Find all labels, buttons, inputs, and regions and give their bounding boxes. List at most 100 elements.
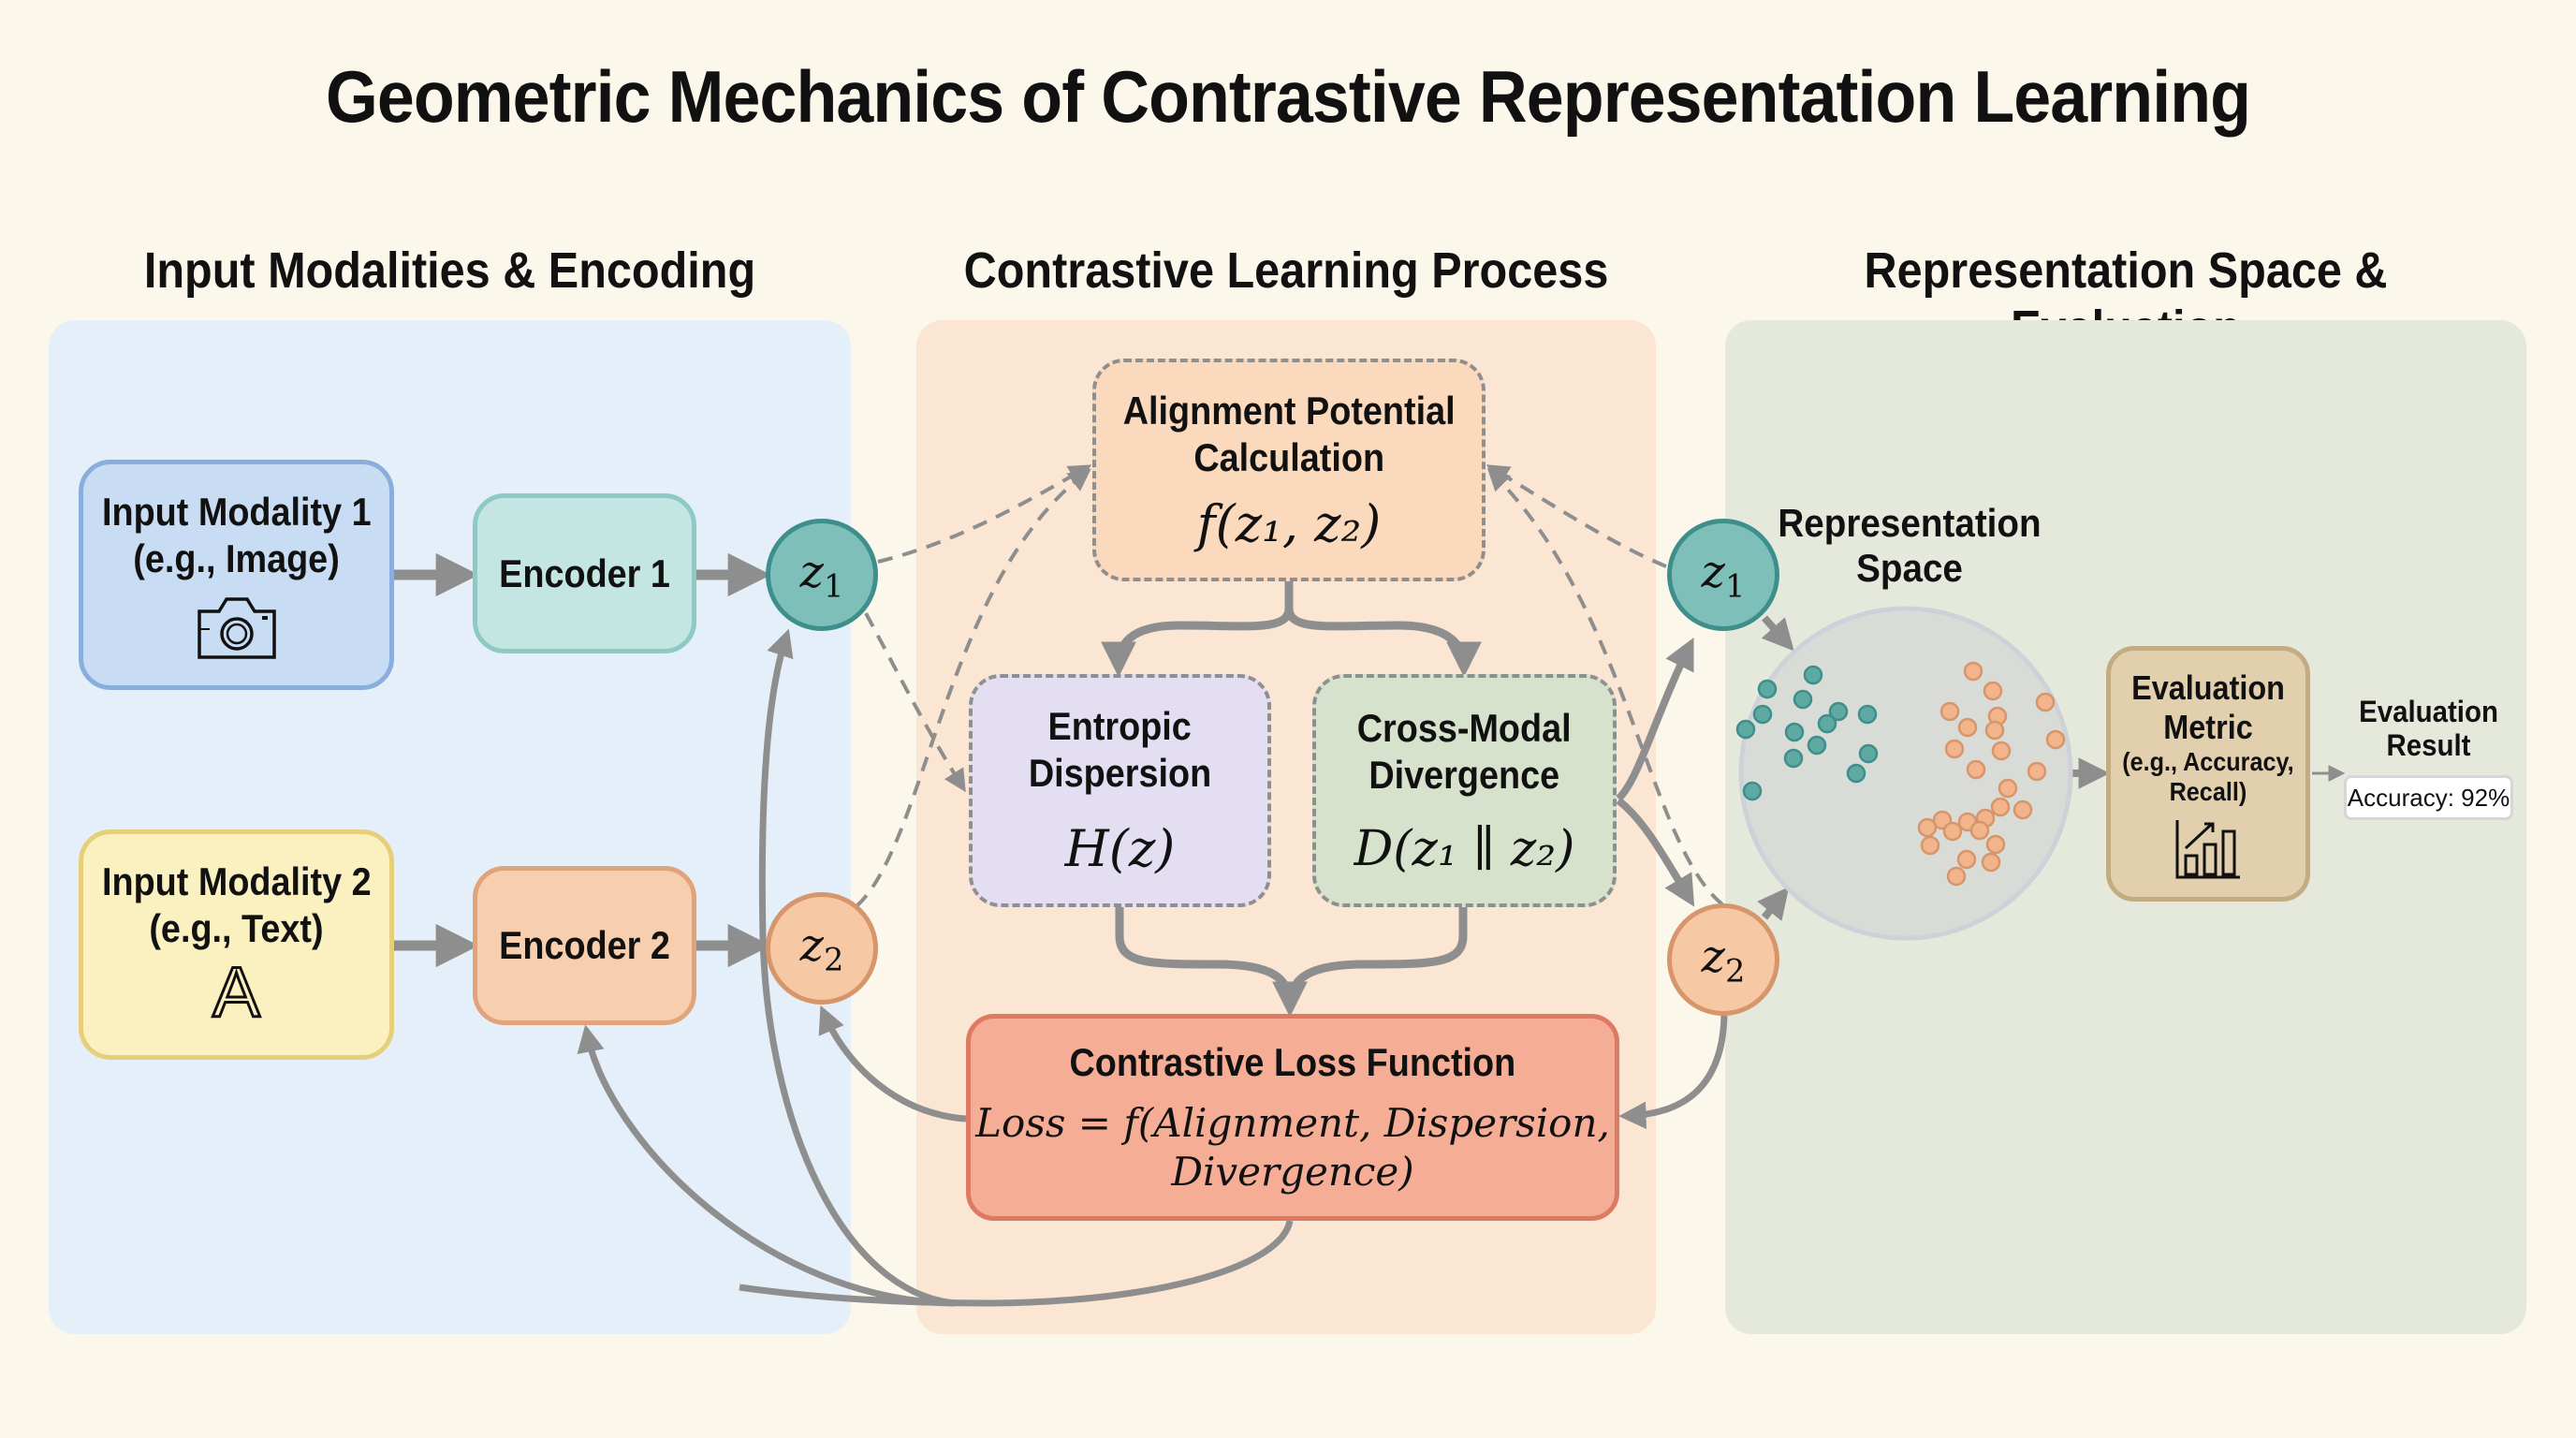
section-title-process: Contrastive Learning Process	[963, 242, 1609, 299]
representation-label-line1: Representation	[1778, 501, 2042, 545]
arrow-feedback-encoder2	[577, 1024, 956, 1307]
input-modality-2-example: (e.g., Text)	[149, 906, 324, 950]
dashed-z2right-alignment	[1486, 467, 1724, 906]
embedding-point-teal	[1817, 713, 1837, 734]
entropic-dispersion-box: Entropic Dispersion H(z)	[969, 674, 1271, 907]
arrow-z2right-loss	[1618, 1015, 1728, 1130]
embedding-point-orange	[1998, 778, 2018, 799]
embedding-point-orange	[1944, 739, 1965, 759]
z2-right-label: z2	[1701, 930, 1746, 990]
eval-metric-line2: Metric	[2163, 707, 2253, 746]
dashed-z1-entropic	[864, 612, 966, 793]
alignment-potential-box: Alignment Potential Calculation f(z₁, z₂…	[1092, 359, 1486, 581]
embedding-point-teal	[1757, 679, 1778, 699]
embedding-point-orange	[2012, 800, 2033, 820]
entropic-title-line1: Entropic	[1047, 704, 1193, 748]
dashed-z1right-alignment	[1486, 464, 1667, 568]
dashed-z1-alignment	[877, 464, 1092, 564]
embedding-point-teal	[1846, 763, 1866, 784]
embedding-point-teal	[1735, 719, 1756, 740]
entropic-title-line2: Dispersion	[1028, 751, 1212, 795]
eval-result-line1: Evaluation	[2359, 695, 2498, 728]
embedding-point-orange	[1963, 661, 1983, 682]
embedding-point-orange	[2045, 729, 2066, 750]
arrow-entropic-loss	[1115, 907, 1308, 1018]
entropic-formula: H(z)	[1064, 819, 1176, 878]
input-modality-1-example: (e.g., Image)	[133, 536, 340, 580]
embedding-z2-left: z2	[766, 892, 878, 1005]
alignment-formula: f(z₁, z₂)	[1196, 493, 1382, 553]
letter-a-icon: A	[212, 953, 262, 1033]
cross-modal-divergence-box: Cross-Modal Divergence D(z₁ ∥ z₂)	[1312, 674, 1617, 907]
z1-right-label: z1	[1701, 545, 1746, 605]
embedding-point-orange	[1939, 701, 1960, 722]
alignment-title-line2: Calculation	[1193, 434, 1384, 479]
eval-result-line2: Result	[2386, 728, 2471, 762]
arrow-z1right-repspace	[1761, 615, 1794, 652]
embedding-point-teal	[1783, 748, 1804, 769]
embedding-point-orange	[1991, 741, 2012, 761]
embedding-point-orange	[1966, 759, 1986, 780]
evaluation-result-value: Accuracy: 92%	[2344, 775, 2513, 820]
embedding-point-teal	[1858, 743, 1879, 764]
embedding-point-teal	[1752, 704, 1773, 725]
arrow-loss-z2left	[818, 1005, 967, 1123]
encoder-1-label: Encoder 1	[499, 550, 670, 595]
arrow-crossmodal-loss	[1285, 907, 1468, 1007]
embedding-point-orange	[2027, 761, 2047, 782]
encoder-2-label: Encoder 2	[499, 923, 670, 967]
z1-left-label: z1	[799, 545, 844, 605]
embedding-point-orange	[1942, 821, 1963, 842]
arrow-alignment-entropic	[1101, 581, 1294, 678]
embedding-point-orange	[2035, 692, 2056, 712]
representation-space-circle	[1738, 606, 2073, 941]
embedding-point-orange	[1920, 835, 1940, 856]
alignment-title-line1: Alignment Potential	[1122, 388, 1456, 433]
input-modality-2-title: Input Modality 2	[101, 859, 372, 903]
arrow-alignment-crossmodal	[1284, 608, 1482, 678]
representation-label-line2: Space	[1856, 546, 1963, 590]
input-modality-2: Input Modality 2 (e.g., Text) A	[79, 829, 394, 1060]
diagram-title: Geometric Mechanics of Contrastive Repre…	[325, 55, 2251, 138]
embedding-point-orange	[1990, 797, 2011, 817]
loss-formula-line2: Divergence)	[1171, 1148, 1414, 1195]
embedding-point-orange	[1956, 849, 1977, 870]
arrow-crossmodal-z2right	[1616, 797, 1695, 907]
eval-metric-sub2: Recall)	[2169, 776, 2247, 806]
embedding-point-orange	[1981, 852, 2001, 873]
embedding-z1-left: z1	[766, 519, 878, 631]
loss-title: Contrastive Loss Function	[1069, 1039, 1516, 1084]
embedding-point-orange	[1985, 834, 2006, 855]
camera-icon	[197, 597, 276, 659]
section-title-input: Input Modalities & Encoding	[143, 242, 756, 299]
bar-chart-growth-icon	[2175, 819, 2240, 878]
embedding-point-teal	[1803, 665, 1823, 685]
contrastive-loss-box: Contrastive Loss Function Loss = f(Align…	[966, 1014, 1619, 1221]
evaluation-result-label: Evaluation Result	[2350, 695, 2507, 762]
arrow-feedback-z1	[758, 628, 956, 1307]
representation-space-label: Representation Space	[1764, 501, 2056, 591]
input-modality-1-title: Input Modality 1	[101, 490, 372, 534]
embedding-point-teal	[1857, 704, 1878, 725]
encoder-2: Encoder 2	[473, 866, 696, 1025]
embedding-point-orange	[1983, 681, 2003, 701]
arrow-crossmodal-z1right	[1616, 637, 1694, 802]
evaluation-metric-box: Evaluation Metric (e.g., Accuracy, Recal…	[2106, 646, 2310, 902]
arrow-loss-feedback-base	[739, 1220, 1294, 1307]
eval-metric-sub1: (e.g., Accuracy,	[2122, 746, 2294, 776]
eval-metric-line1: Evaluation	[2131, 668, 2285, 707]
arrow-z2right-repspace	[1757, 887, 1790, 921]
embedding-point-orange	[1969, 820, 1990, 841]
embedding-point-teal	[1742, 781, 1763, 801]
loss-formula-line1: Loss = f(Alignment, Dispersion,	[975, 1099, 1610, 1146]
input-modality-1: Input Modality 1 (e.g., Image)	[79, 460, 394, 690]
embedding-point-orange	[1946, 866, 1967, 887]
crossmodal-title-line1: Cross-Modal	[1357, 705, 1572, 750]
embedding-point-teal	[1793, 689, 1813, 710]
embedding-point-orange	[1917, 817, 1938, 838]
crossmodal-formula: D(z₁ ∥ z₂)	[1354, 820, 1575, 877]
embedding-point-teal	[1784, 722, 1805, 742]
embedding-point-orange	[1957, 717, 1978, 738]
embedding-point-teal	[1828, 701, 1849, 722]
